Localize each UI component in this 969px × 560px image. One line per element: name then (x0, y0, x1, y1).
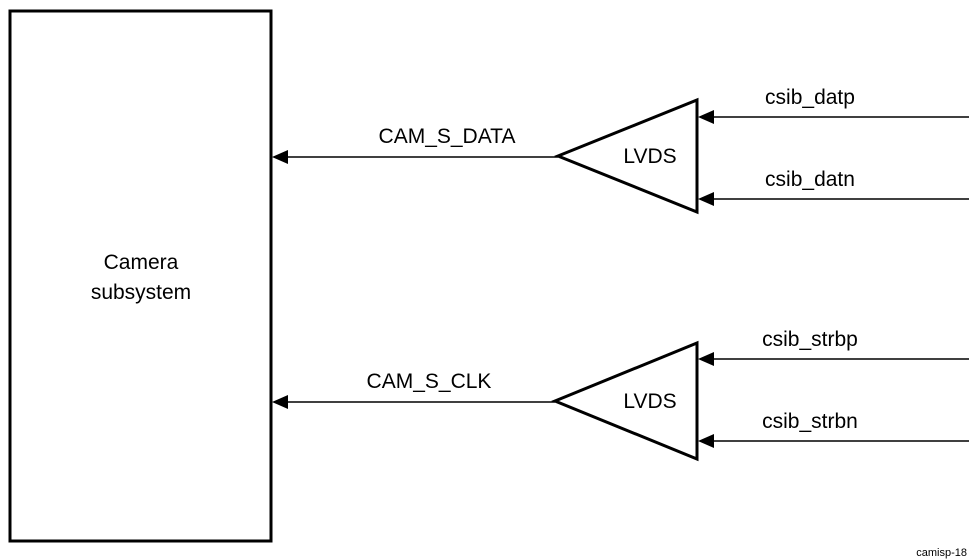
csib-strbn-label: csib_strbn (762, 410, 858, 433)
cam-s-clk-arrowhead (272, 395, 288, 409)
csib-datn-arrowhead (698, 192, 714, 206)
csib-strbp-arrowhead (698, 352, 714, 366)
lvds-buffer-clk (551, 340, 699, 462)
camera-subsystem-label-line2: subsystem (91, 281, 191, 304)
camera-subsystem-block (8, 9, 273, 543)
figure-id-label: camisp-18 (916, 547, 967, 559)
csib-strbp-label: csib_strbp (762, 328, 858, 351)
csib-datn-label: csib_datn (765, 168, 855, 191)
cam-s-data-arrowhead (272, 150, 288, 164)
csib-strbn-arrowhead (698, 434, 714, 448)
lvds-buffer-data (553, 97, 699, 215)
csib-datp-arrowhead (698, 110, 714, 124)
lvds-buffer-clk-label: LVDS (623, 390, 676, 413)
cam-s-data-label: CAM_S_DATA (379, 125, 516, 148)
cam-s-clk-label: CAM_S_CLK (367, 370, 492, 393)
camera-subsystem-label-line1: Camera (104, 251, 179, 274)
lvds-buffer-data-label: LVDS (623, 145, 676, 168)
csib-datp-label: csib_datp (765, 86, 855, 109)
